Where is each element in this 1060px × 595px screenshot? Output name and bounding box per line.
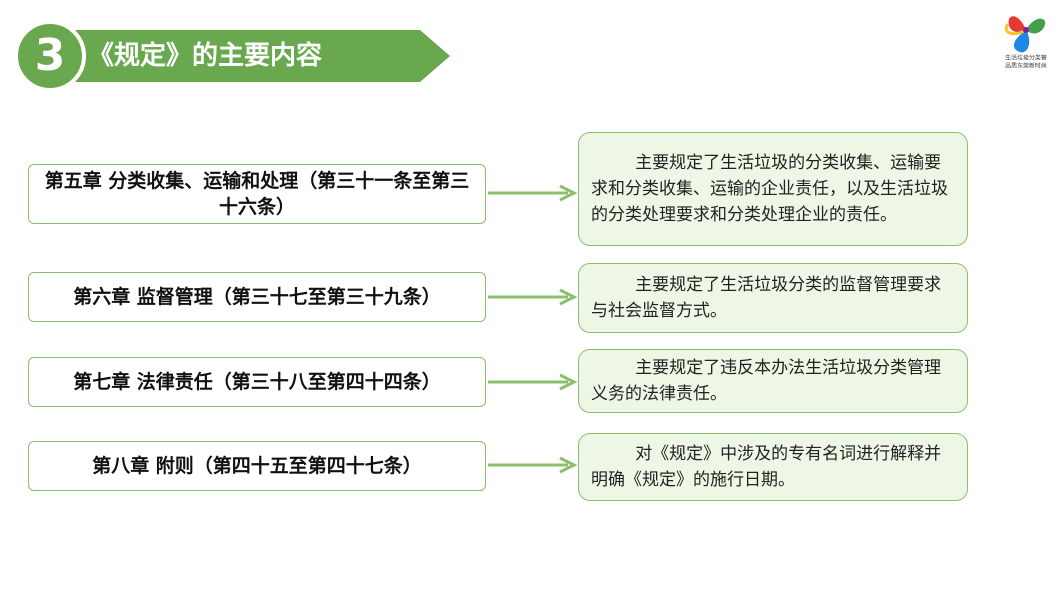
chapter-label: 第八章 附则（第四十五至第四十七条） xyxy=(92,455,422,477)
title-banner xyxy=(40,30,450,82)
chapter-box-6: 第六章 监督管理（第三十七至第三十九条） xyxy=(28,272,486,322)
description-box-8: 对《规定》中涉及的专有名词进行解释并明确《规定》的施行日期。 xyxy=(578,433,968,501)
logo-line-1: 生活垃圾分类管 xyxy=(1005,54,1047,62)
chapter-box-8: 第八章 附则（第四十五至第四十七条） xyxy=(28,441,486,491)
logo-line-2: 品质东莞新时尚 xyxy=(1005,62,1047,70)
description-box-6: 主要规定了生活垃圾分类的监督管理要求与社会监督方式。 xyxy=(578,263,968,333)
chapter-label: 第五章 分类收集、运输和处理（第三十一条至第三十六条） xyxy=(44,170,470,218)
arrow-right-icon xyxy=(488,288,578,306)
description-box-7: 主要规定了违反本办法生活垃圾分类管理义务的法律责任。 xyxy=(578,349,968,413)
description-text: 主要规定了生活垃圾分类的监督管理要求与社会监督方式。 xyxy=(591,275,942,321)
arrow-right-icon xyxy=(488,373,578,391)
chapter-label: 第七章 法律责任（第三十八至第四十四条） xyxy=(73,371,441,393)
logo-caption: 生活垃圾分类管 品质东莞新时尚 xyxy=(994,54,1058,70)
description-text: 主要规定了生活垃圾的分类收集、运输要求和分类收集、运输的企业责任，以及生活垃圾的… xyxy=(591,153,948,225)
chapter-box-7: 第七章 法律责任（第三十八至第四十四条） xyxy=(28,357,486,407)
brand-logo-icon xyxy=(1004,16,1046,53)
description-text: 主要规定了违反本办法生活垃圾分类管理义务的法律责任。 xyxy=(591,358,942,404)
page-title: 《规定》的主要内容 xyxy=(88,41,323,71)
description-box-5: 主要规定了生活垃圾的分类收集、运输要求和分类收集、运输的企业责任，以及生活垃圾的… xyxy=(578,132,968,246)
description-text: 对《规定》中涉及的专有名词进行解释并明确《规定》的施行日期。 xyxy=(591,444,942,490)
section-number-badge: 3 xyxy=(14,20,86,92)
chapter-label: 第六章 监督管理（第三十七至第三十九条） xyxy=(73,286,441,308)
chapter-box-5: 第五章 分类收集、运输和处理（第三十一条至第三十六条） xyxy=(28,164,486,224)
arrow-right-icon xyxy=(488,184,578,202)
arrow-right-icon xyxy=(488,456,578,474)
